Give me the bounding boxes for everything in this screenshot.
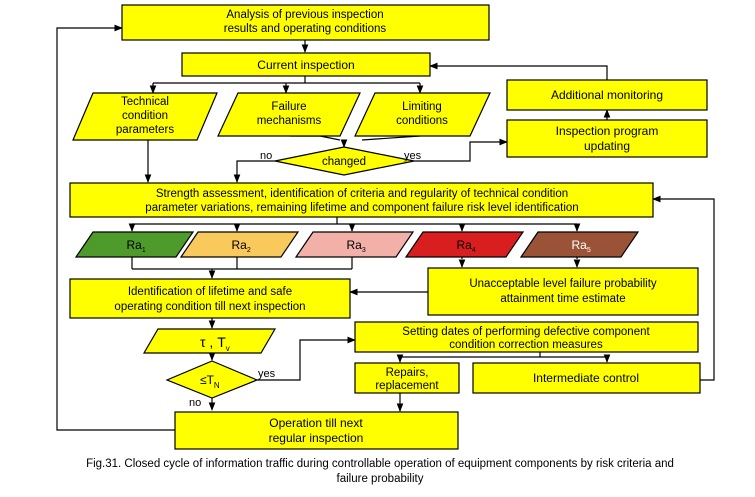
figure-caption: Fig.31. Closed cycle of information traf… <box>30 457 730 487</box>
risk-level-label: Ra5 <box>572 238 591 254</box>
node-limiting-conditions: Limiting conditions <box>354 92 491 137</box>
decision-le-label: ≤TN <box>200 373 220 390</box>
node-limiting-line2: conditions <box>396 115 448 127</box>
node-failure-line2: mechanisms <box>257 115 322 127</box>
node-intermediate-control: Intermediate control <box>472 362 701 394</box>
node-analysis-line2: results and operating conditions <box>224 23 387 35</box>
node-failure-mechanisms: Failure mechanisms <box>217 92 361 137</box>
node-strength-line2: parameter variations, remaining lifetime… <box>145 202 578 214</box>
node-setting-line1: Setting dates of performing defective co… <box>402 326 650 338</box>
node-intermediate-label: Intermediate control <box>533 371 639 385</box>
risk-level-shape <box>519 231 640 258</box>
risk-level-label: Ra2 <box>232 238 251 254</box>
decision-le-tn: ≤TN <box>165 360 259 399</box>
risk-level-shape <box>74 231 195 258</box>
node-limiting-line1: Limiting <box>402 101 442 113</box>
node-unacceptable-line2: attainment time estimate <box>500 293 625 305</box>
node-tau-label: τ , Tv <box>200 334 230 353</box>
risk-level-shape <box>404 231 525 258</box>
node-setting-dates: Setting dates of performing defective co… <box>354 321 699 353</box>
node-analysis: Analysis of previous inspection results … <box>121 4 490 41</box>
node-failure-line1: Failure <box>271 101 306 113</box>
node-tech-line3: parameters <box>116 124 174 136</box>
risk-level-label: Ra1 <box>127 238 146 254</box>
node-repairs-line1: Repairs, <box>386 367 429 379</box>
node-operation-line1: Operation till next <box>269 416 363 430</box>
node-operation: Operation till next regular inspection <box>174 411 459 450</box>
node-unacceptable-line1: Unacceptable level failure probability <box>469 278 657 290</box>
node-program-line1: Inspection program <box>556 124 659 138</box>
risk-level-ra1: Ra1 <box>74 231 195 258</box>
node-current-label: Current inspection <box>257 58 354 72</box>
node-additional-monitoring: Additional monitoring <box>506 79 708 111</box>
node-repairs-line2: replacement <box>375 380 439 392</box>
risk-level-ra2: Ra2 <box>179 231 300 258</box>
node-strength-line1: Strength assessment, identification of c… <box>156 188 568 200</box>
node-analysis-line1: Analysis of previous inspection <box>226 9 383 21</box>
node-operation-line2: regular inspection <box>269 431 364 445</box>
edge-label-yes-tn: yes <box>258 368 276 380</box>
node-technical-parameters: Technical condition parameters <box>72 92 218 141</box>
node-repairs: Repairs, replacement <box>354 362 460 394</box>
risk-level-ra3: Ra3 <box>294 231 415 258</box>
node-unacceptable-level: Unacceptable level failure probability a… <box>427 267 699 316</box>
node-additional-label: Additional monitoring <box>551 88 663 102</box>
node-setting-line2: condition correction measures <box>449 339 603 351</box>
edge-label-yes-changed: yes <box>404 150 422 162</box>
risk-level-shape <box>294 231 415 258</box>
caption-line-1: Fig.31. Closed cycle of information traf… <box>86 458 674 470</box>
risk-level-ra5: Ra5 <box>519 231 640 258</box>
risk-level-label: Ra4 <box>457 238 476 254</box>
connectors <box>56 24 715 431</box>
risk-levels: Ra1 Ra2 Ra3 Ra4 Ra5 <box>74 231 640 258</box>
node-current-inspection: Current inspection <box>181 52 431 77</box>
node-inspection-program: Inspection program updating <box>506 119 708 158</box>
risk-level-ra4: Ra4 <box>404 231 525 258</box>
risk-level-shape <box>179 231 300 258</box>
edge-label-no-tn: no <box>189 397 201 409</box>
edge-label-no-changed: no <box>260 150 272 162</box>
node-lifetime-line1: Identification of lifetime and safe <box>128 286 292 298</box>
decision-changed-label: changed <box>322 156 366 168</box>
node-program-line2: updating <box>584 139 630 153</box>
node-tau-tv: τ , Tv <box>142 328 277 354</box>
node-strength-assessment: Strength assessment, identification of c… <box>69 182 654 218</box>
node-tech-line1: Technical <box>121 96 169 108</box>
node-tech-line2: condition <box>122 110 168 122</box>
node-lifetime-line2: operating condition till next inspection <box>114 301 305 313</box>
risk-level-label: Ra3 <box>347 238 366 254</box>
decision-changed: changed <box>274 146 415 176</box>
node-lifetime-identification: Identification of lifetime and safe oper… <box>69 278 351 319</box>
caption-line-2: failure probability <box>336 473 424 485</box>
